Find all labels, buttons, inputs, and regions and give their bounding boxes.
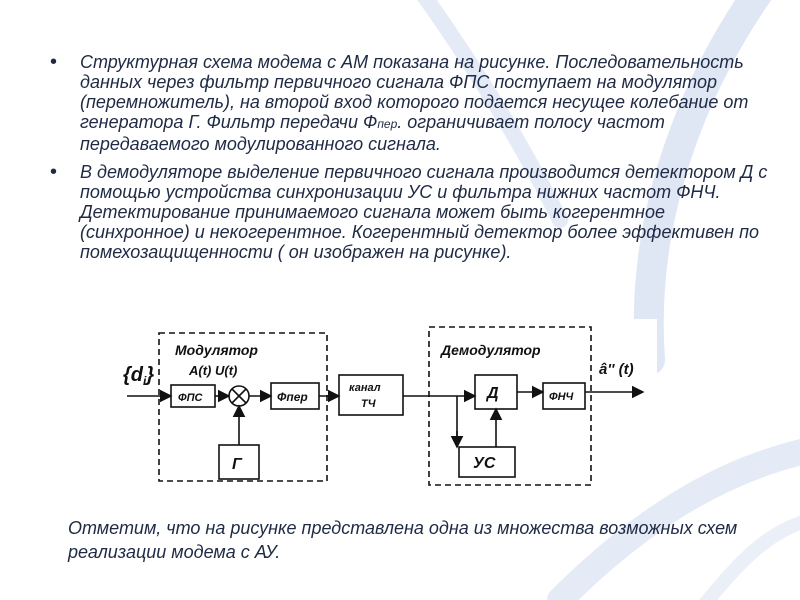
modulator-signals: A(t) U(t) bbox=[188, 363, 237, 378]
modulator-border bbox=[158, 332, 328, 482]
sync-label: УС bbox=[473, 455, 496, 472]
input-label: {di} bbox=[123, 364, 154, 388]
fnch-label: ФНЧ bbox=[549, 391, 574, 403]
multiplier-cross-b bbox=[231, 388, 247, 404]
bullet-text-1-tail: . ограничивает полосу частот передаваемо… bbox=[80, 112, 665, 154]
sync-block bbox=[458, 446, 516, 478]
output-label: â'' (t) bbox=[599, 361, 634, 378]
bullet-subscript: пер bbox=[377, 117, 398, 131]
fper-label: Фпер bbox=[277, 390, 308, 404]
modulator-title: Модулятор bbox=[175, 342, 258, 358]
demodulator-title: Демодулятор bbox=[440, 342, 541, 358]
bullet-item-2: В демодуляторе выделение первичного сигн… bbox=[48, 162, 768, 262]
bullet-text-2: В демодуляторе выделение первичного сигн… bbox=[80, 162, 768, 262]
generator-label: Г bbox=[232, 456, 243, 473]
footnote-text: Отметим, что на рисунке представлена одн… bbox=[68, 518, 738, 562]
channel-label-2: ТЧ bbox=[361, 398, 376, 410]
channel-label-1: канал bbox=[349, 382, 381, 394]
diagram-svg: {di} Модулятор A(t) U(t) ФПС Фпер Г кана… bbox=[123, 326, 645, 486]
detector-label: Д bbox=[485, 385, 499, 402]
bullet-text-1: Структурная схема модема с АМ показана н… bbox=[80, 52, 749, 132]
fps-label: ФПС bbox=[178, 392, 204, 404]
bullet-item-1: Структурная схема модема с АМ показана н… bbox=[48, 52, 768, 154]
bullet-list: Структурная схема модема с АМ показана н… bbox=[48, 52, 768, 270]
demodulator-border bbox=[428, 326, 592, 486]
modem-block-diagram: {di} Модулятор A(t) U(t) ФПС Фпер Г кана… bbox=[123, 319, 657, 499]
